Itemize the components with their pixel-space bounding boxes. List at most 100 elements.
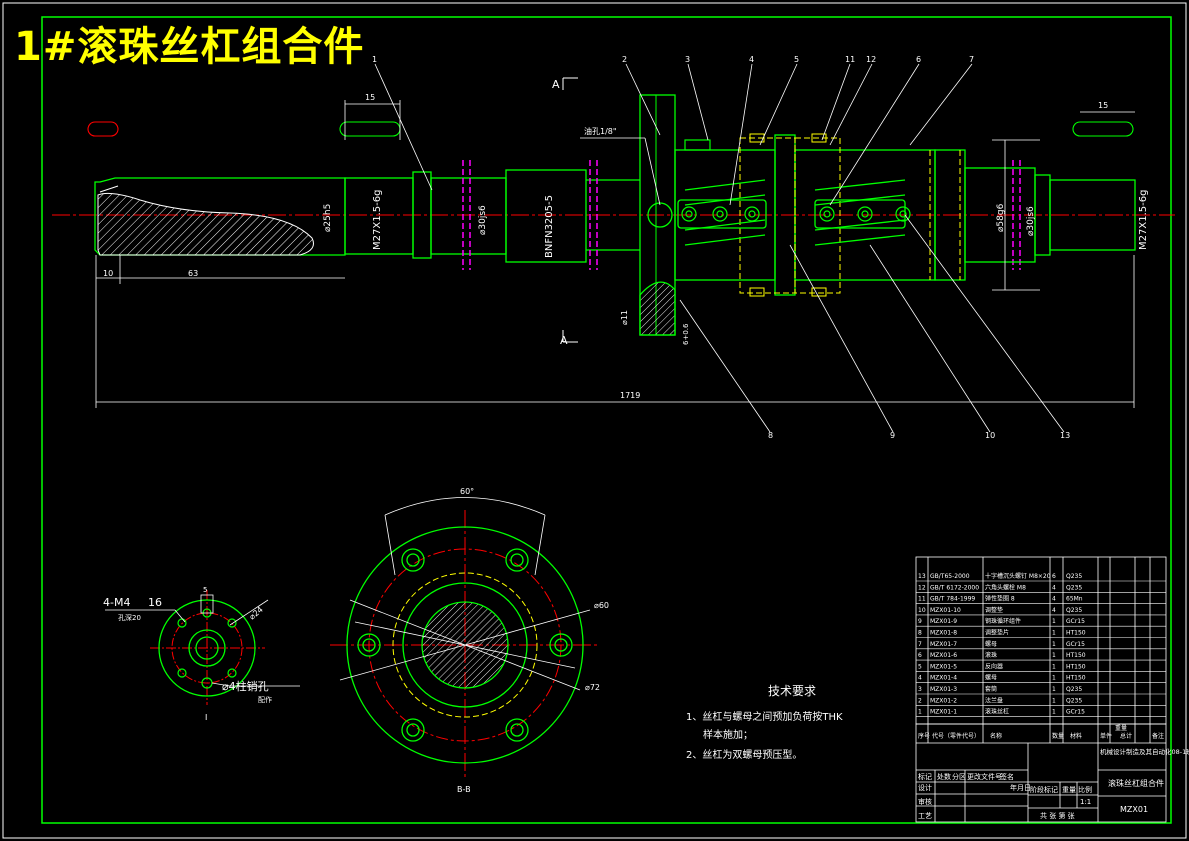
dim-11: ⌀11 bbox=[620, 310, 629, 325]
oil-hole bbox=[647, 202, 673, 228]
bb-bolt-holes bbox=[357, 548, 573, 742]
vi-key bbox=[200, 594, 214, 614]
main-assembly-view bbox=[52, 63, 1175, 433]
callout-8: 8 bbox=[768, 431, 773, 440]
bom-cell-code: MZX01-9 bbox=[930, 618, 957, 625]
bom-cell-qty: 1 bbox=[1052, 686, 1056, 693]
bearing-marks bbox=[462, 160, 1021, 270]
callout-3: 3 bbox=[685, 55, 690, 64]
dim-dia-left: ⌀25h5 bbox=[323, 204, 333, 232]
shaft-left-step bbox=[99, 185, 119, 193]
bom-cell-name: 反向器 bbox=[985, 662, 1003, 670]
bom-cell-no: 4 bbox=[918, 675, 922, 682]
bom-cell-no: 8 bbox=[918, 630, 922, 637]
callout-4: 4 bbox=[749, 55, 754, 64]
bom-cell-code: MZX01-8 bbox=[930, 630, 957, 637]
bom-table bbox=[915, 556, 1167, 743]
flange-section bbox=[639, 281, 676, 336]
tech-line-2: 2、丝杠为双螺母预压型。 bbox=[686, 748, 802, 761]
dim-js6-left: ⌀30js6 bbox=[478, 205, 488, 235]
bom-cell-name: 调整垫 bbox=[985, 606, 1003, 614]
bom-cell-no: 2 bbox=[918, 697, 922, 704]
bom-cell-qty: 1 bbox=[1052, 618, 1056, 625]
bom-cell-no: 13 bbox=[918, 573, 926, 580]
dimension-texts: 15 15 10 63 1719 油孔1/8" A A M27X1.5-6g ⌀… bbox=[103, 78, 1149, 400]
keyway-right bbox=[1072, 121, 1134, 137]
bom-cell-code: MZX01-6 bbox=[930, 652, 957, 659]
bom-cell-code: MZX01-10 bbox=[930, 607, 961, 614]
tb-project: 机械设计制造及其自动化08-1班 bbox=[1100, 747, 1189, 756]
bom-cell-no: 7 bbox=[918, 641, 922, 648]
bom-cell-mat: HT150 bbox=[1066, 652, 1086, 659]
bom-cell-code: GB/T 6172-2000 bbox=[930, 584, 979, 591]
bb-bolt-circle bbox=[368, 548, 562, 742]
dim-10: 10 bbox=[103, 269, 113, 278]
shaft-thread-right bbox=[1049, 179, 1136, 251]
bom-cell-qty: 1 bbox=[1052, 641, 1056, 648]
bom-cell-no: 10 bbox=[918, 607, 926, 614]
callout-9: 9 bbox=[890, 431, 895, 440]
bb-dim-texts: 60° ⌀60 ⌀72 B-B bbox=[457, 487, 609, 794]
view-i-detail: 4-M4 16 孔深20 ⌀4柱销孔 配作 ⌀24 I 5 bbox=[103, 586, 300, 722]
tb-row-count: 处数 bbox=[937, 772, 951, 781]
bom-cell-no: 12 bbox=[918, 584, 926, 591]
vi-outer bbox=[158, 599, 256, 697]
return-circuits bbox=[677, 179, 906, 246]
bom-cell-mat: Q235 bbox=[1066, 697, 1082, 704]
shaft-bearing-left bbox=[430, 177, 507, 255]
dim-15-left: 15 bbox=[365, 93, 375, 102]
bom-cell-name: 滚珠丝杠 bbox=[985, 708, 1009, 716]
bom-cell-code: GB/T 784-1999 bbox=[930, 596, 975, 603]
bom-cell-mat: HT150 bbox=[1066, 675, 1086, 682]
vi-bore bbox=[188, 629, 226, 667]
bom-cell-name: 调整垫片 bbox=[985, 629, 1009, 637]
tech-requirements: 技术要求 1、丝杠与螺母之间预加负荷按THK 样本施加； 2、丝杠为双螺母预压型… bbox=[686, 684, 843, 761]
bom-cell-code: MZX01-2 bbox=[930, 697, 957, 704]
bom-cell-name: 法兰盘 bbox=[985, 696, 1003, 704]
bb-hub-circle bbox=[402, 582, 528, 708]
vi-pin-hole: ⌀4柱销孔 bbox=[222, 679, 269, 693]
bom-cell-code: MZX01-7 bbox=[930, 641, 957, 648]
keyway-left bbox=[87, 121, 119, 137]
bom-header-w1: 单件 bbox=[1100, 732, 1112, 740]
vi-pin-sub: 配作 bbox=[258, 695, 272, 704]
tech-heading: 技术要求 bbox=[768, 684, 816, 698]
bom-cell-name: 套筒 bbox=[985, 685, 997, 693]
bom-cell-name: 弹性垫圈 8 bbox=[985, 595, 1015, 603]
callout-10: 10 bbox=[985, 431, 995, 440]
bom-cell-qty: 4 bbox=[1052, 584, 1056, 591]
bom-cell-no: 5 bbox=[918, 663, 922, 670]
dim-72: ⌀72 bbox=[585, 683, 600, 692]
tb-drawing-name: 滚珠丝杠组合件 bbox=[1108, 778, 1164, 788]
tb-scale: 1:1 bbox=[1080, 798, 1091, 806]
tech-line-1b: 样本施加； bbox=[703, 728, 753, 741]
bb-outer-circle bbox=[346, 526, 584, 764]
bom-cell-qty: 1 bbox=[1052, 663, 1056, 670]
hidden-lines bbox=[739, 137, 961, 294]
bom-cell-code: MZX01-3 bbox=[930, 686, 957, 693]
vi-texts: 4-M4 16 孔深20 ⌀4柱销孔 配作 ⌀24 I 5 bbox=[103, 586, 272, 722]
dim-1719: 1719 bbox=[620, 391, 640, 400]
bom-cell-no: 3 bbox=[918, 686, 922, 693]
bom-cell-mat: Q235 bbox=[1066, 686, 1082, 693]
bom-cell-code: MZX01-1 bbox=[930, 709, 957, 716]
callout-13: 13 bbox=[1060, 431, 1070, 440]
ball-rollers bbox=[681, 206, 911, 222]
callout-5: 5 bbox=[794, 55, 799, 64]
bom-cell-code: MZX01-5 bbox=[930, 663, 957, 670]
dim-nut-model: BNFN3205-5 bbox=[544, 195, 555, 258]
tb-ratio: 比例 bbox=[1078, 785, 1092, 794]
tech-line-1: 1、丝杠与螺母之间预加负荷按THK bbox=[686, 710, 843, 723]
bom-cell-name: 钢珠循环组件 bbox=[985, 617, 1021, 625]
bom-cell-mat: HT150 bbox=[1066, 630, 1086, 637]
dimension-lines bbox=[95, 100, 1135, 408]
shaft-screw-body bbox=[505, 169, 587, 263]
tb-role-process: 工艺 bbox=[918, 812, 932, 820]
bom-cell-qty: 4 bbox=[1052, 596, 1056, 603]
vi-d5: 5 bbox=[203, 586, 207, 594]
tb-row-mark: 标记 bbox=[918, 772, 932, 781]
dim-oil-hole: 油孔1/8" bbox=[584, 126, 617, 136]
tb-sheet: 共 张 第 张 bbox=[1040, 811, 1075, 820]
inner-frame bbox=[41, 16, 1172, 824]
